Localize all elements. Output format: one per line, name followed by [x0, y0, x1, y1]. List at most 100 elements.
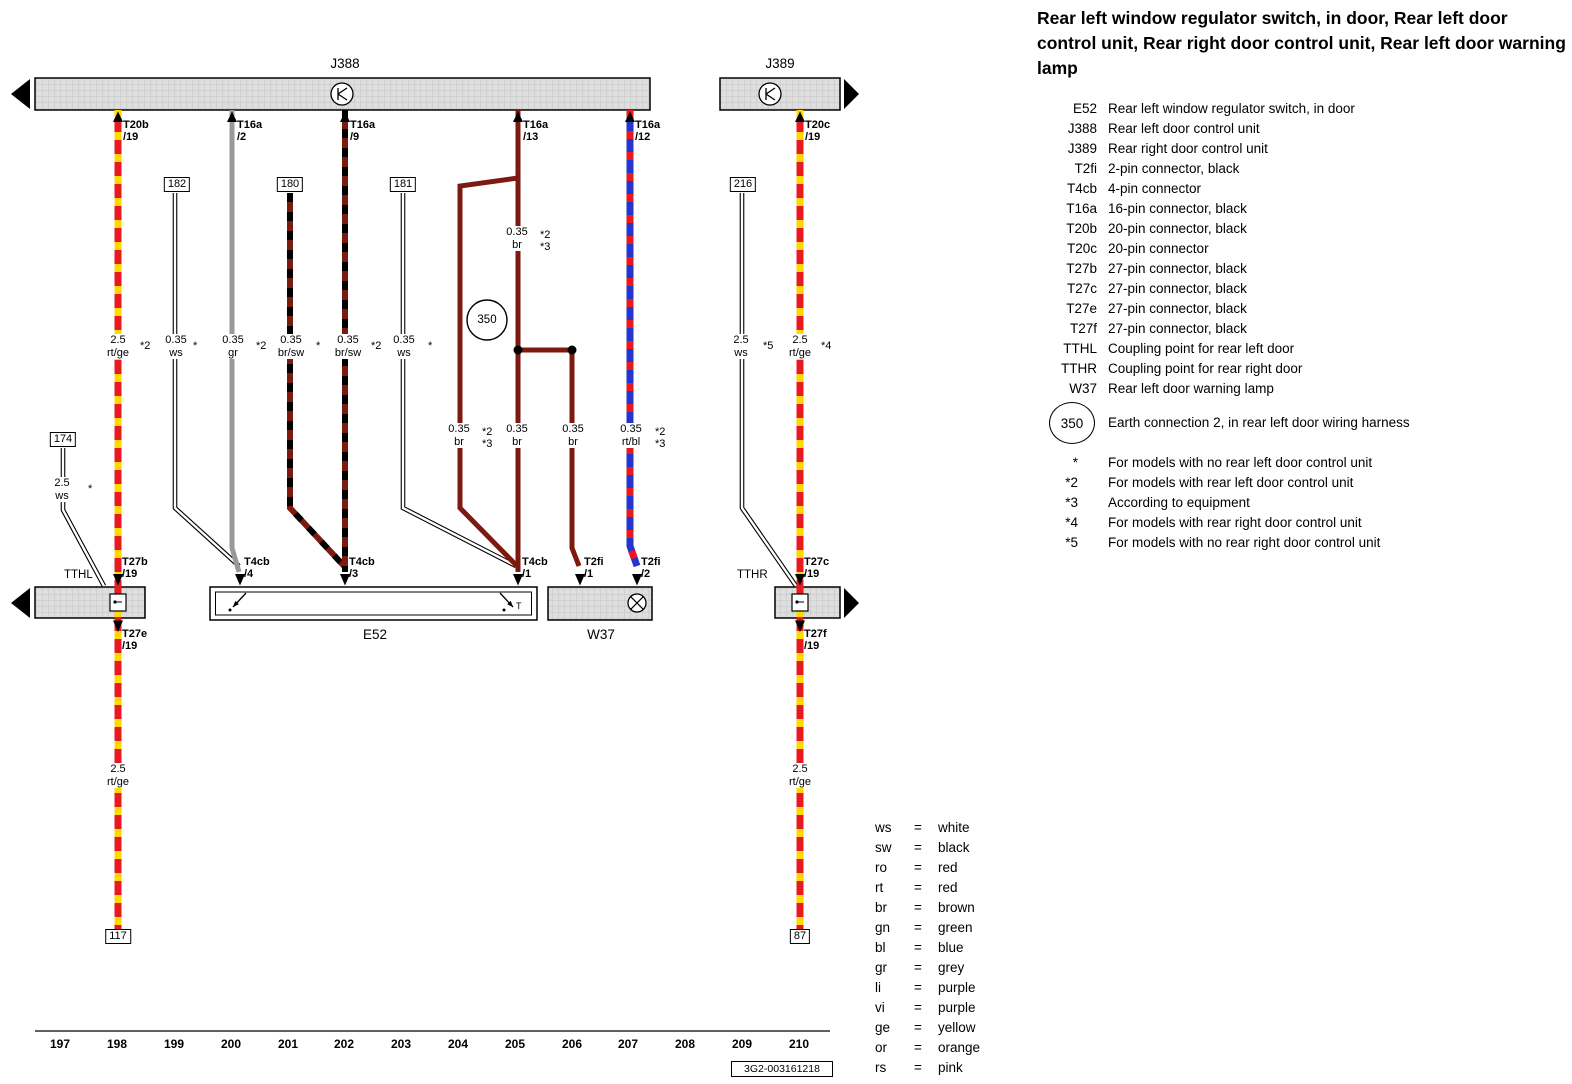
wire-rtbl-t16a12-to-w37	[626, 110, 641, 568]
track-number: 199	[163, 1037, 185, 1051]
wire-note: *4	[821, 340, 832, 352]
tthr-passthrough-icon	[791, 593, 809, 612]
color-row: rt=red	[875, 880, 958, 895]
e52-box	[209, 586, 538, 621]
pin-label-t16a-12: T16a/12	[635, 119, 661, 143]
tthl-bar	[34, 586, 146, 619]
pin-label-t2fi-1: T2fi/1	[584, 556, 604, 580]
control-unit-icon	[330, 82, 354, 106]
pin-label-t2fi-2: T2fi/2	[641, 556, 661, 580]
under-bar-arrow-icons	[113, 620, 805, 632]
wire-note: *	[428, 340, 433, 352]
wire-number-box: 174	[49, 432, 77, 447]
wire-number-box: 180	[276, 177, 304, 192]
color-row: li=purple	[875, 980, 976, 995]
edge-arrow-right-top-icon	[844, 79, 859, 109]
color-row: bl=blue	[875, 940, 964, 955]
wire-note: *2*3	[540, 229, 551, 253]
earth-legend-symbol: 350	[1049, 402, 1095, 444]
track-number: 198	[106, 1037, 128, 1051]
wire-number-box: 117	[105, 929, 131, 944]
top-pin-arrow-icons	[113, 111, 805, 122]
color-row: rs=pink	[875, 1060, 963, 1075]
w37-label: W37	[587, 627, 615, 642]
control-unit-icon	[758, 82, 782, 106]
wire-br-to-w37	[569, 350, 582, 567]
earth-legend-desc: Earth connection 2, in rear left door wi…	[1108, 415, 1410, 430]
color-row: or=orange	[875, 1040, 981, 1055]
pin-label-t20b: T20b/19	[123, 119, 149, 143]
j388-label: J388	[330, 56, 360, 71]
wire-note: *2	[256, 340, 267, 352]
wire-ws-174-to-tthl	[60, 448, 107, 588]
edge-arrow-left-top-icon	[11, 79, 30, 109]
color-row: vi=purple	[875, 1000, 976, 1015]
wire-number-box: 216	[729, 177, 757, 192]
pin-label-t27f: T27f/19	[804, 628, 827, 652]
earth-connection-symbol	[466, 299, 508, 341]
diagram-id: 3G2-003161218	[731, 1061, 833, 1077]
page-title: Rear left window regulator switch, in do…	[1037, 8, 1566, 78]
color-row: gn=green	[875, 920, 973, 935]
wire-note: *5	[763, 340, 774, 352]
tthr-label: TTHR	[737, 569, 768, 581]
switch-symbol-right-icon	[499, 592, 514, 612]
pin-label-t27c: T27c/19	[804, 556, 830, 580]
wiring-diagram-canvas	[11, 77, 859, 1032]
wire-gr-t16a2-to-e52	[229, 110, 242, 573]
wire-ws-182-to-e52	[172, 193, 241, 568]
switch-symbol-left-icon	[228, 592, 247, 612]
wire-ws-181-to-e52	[400, 193, 518, 569]
tthl-passthrough-icon	[109, 593, 127, 612]
track-number: 201	[277, 1037, 299, 1051]
track-number: 205	[504, 1037, 526, 1051]
j388-bar	[34, 77, 651, 111]
track-number: 209	[731, 1037, 753, 1051]
pin-label-t16a-9: T16a/9	[350, 119, 376, 143]
color-row: sw=black	[875, 840, 970, 855]
footnote-row: *For models with no rear left door contr…	[1072, 455, 1373, 470]
edge-arrow-left-bottom-icon	[11, 588, 30, 618]
j389-label: J389	[765, 56, 795, 71]
wire-color-key: ws=white sw=black ro=red rt=red br=brown…	[875, 818, 980, 1078]
pin-label-t4cb-3: T4cb/3	[349, 556, 375, 580]
j389-bar	[719, 77, 841, 111]
wire-note: *2*3	[482, 426, 493, 450]
wire-brsw-180-to-e52	[287, 193, 347, 569]
wire-number-box: 182	[163, 177, 191, 192]
pin-label-t27b: T27b/19	[122, 556, 148, 580]
track-number: 208	[674, 1037, 696, 1051]
junction-dot	[567, 345, 577, 355]
bottom-pin-arrow-icons	[113, 574, 805, 586]
wire-note: *2	[371, 340, 382, 352]
e52-label: E52	[362, 627, 388, 642]
track-number: 202	[333, 1037, 355, 1051]
pin-label-t16a-2: T16a/2	[237, 119, 263, 143]
wire-note: *	[193, 340, 198, 352]
